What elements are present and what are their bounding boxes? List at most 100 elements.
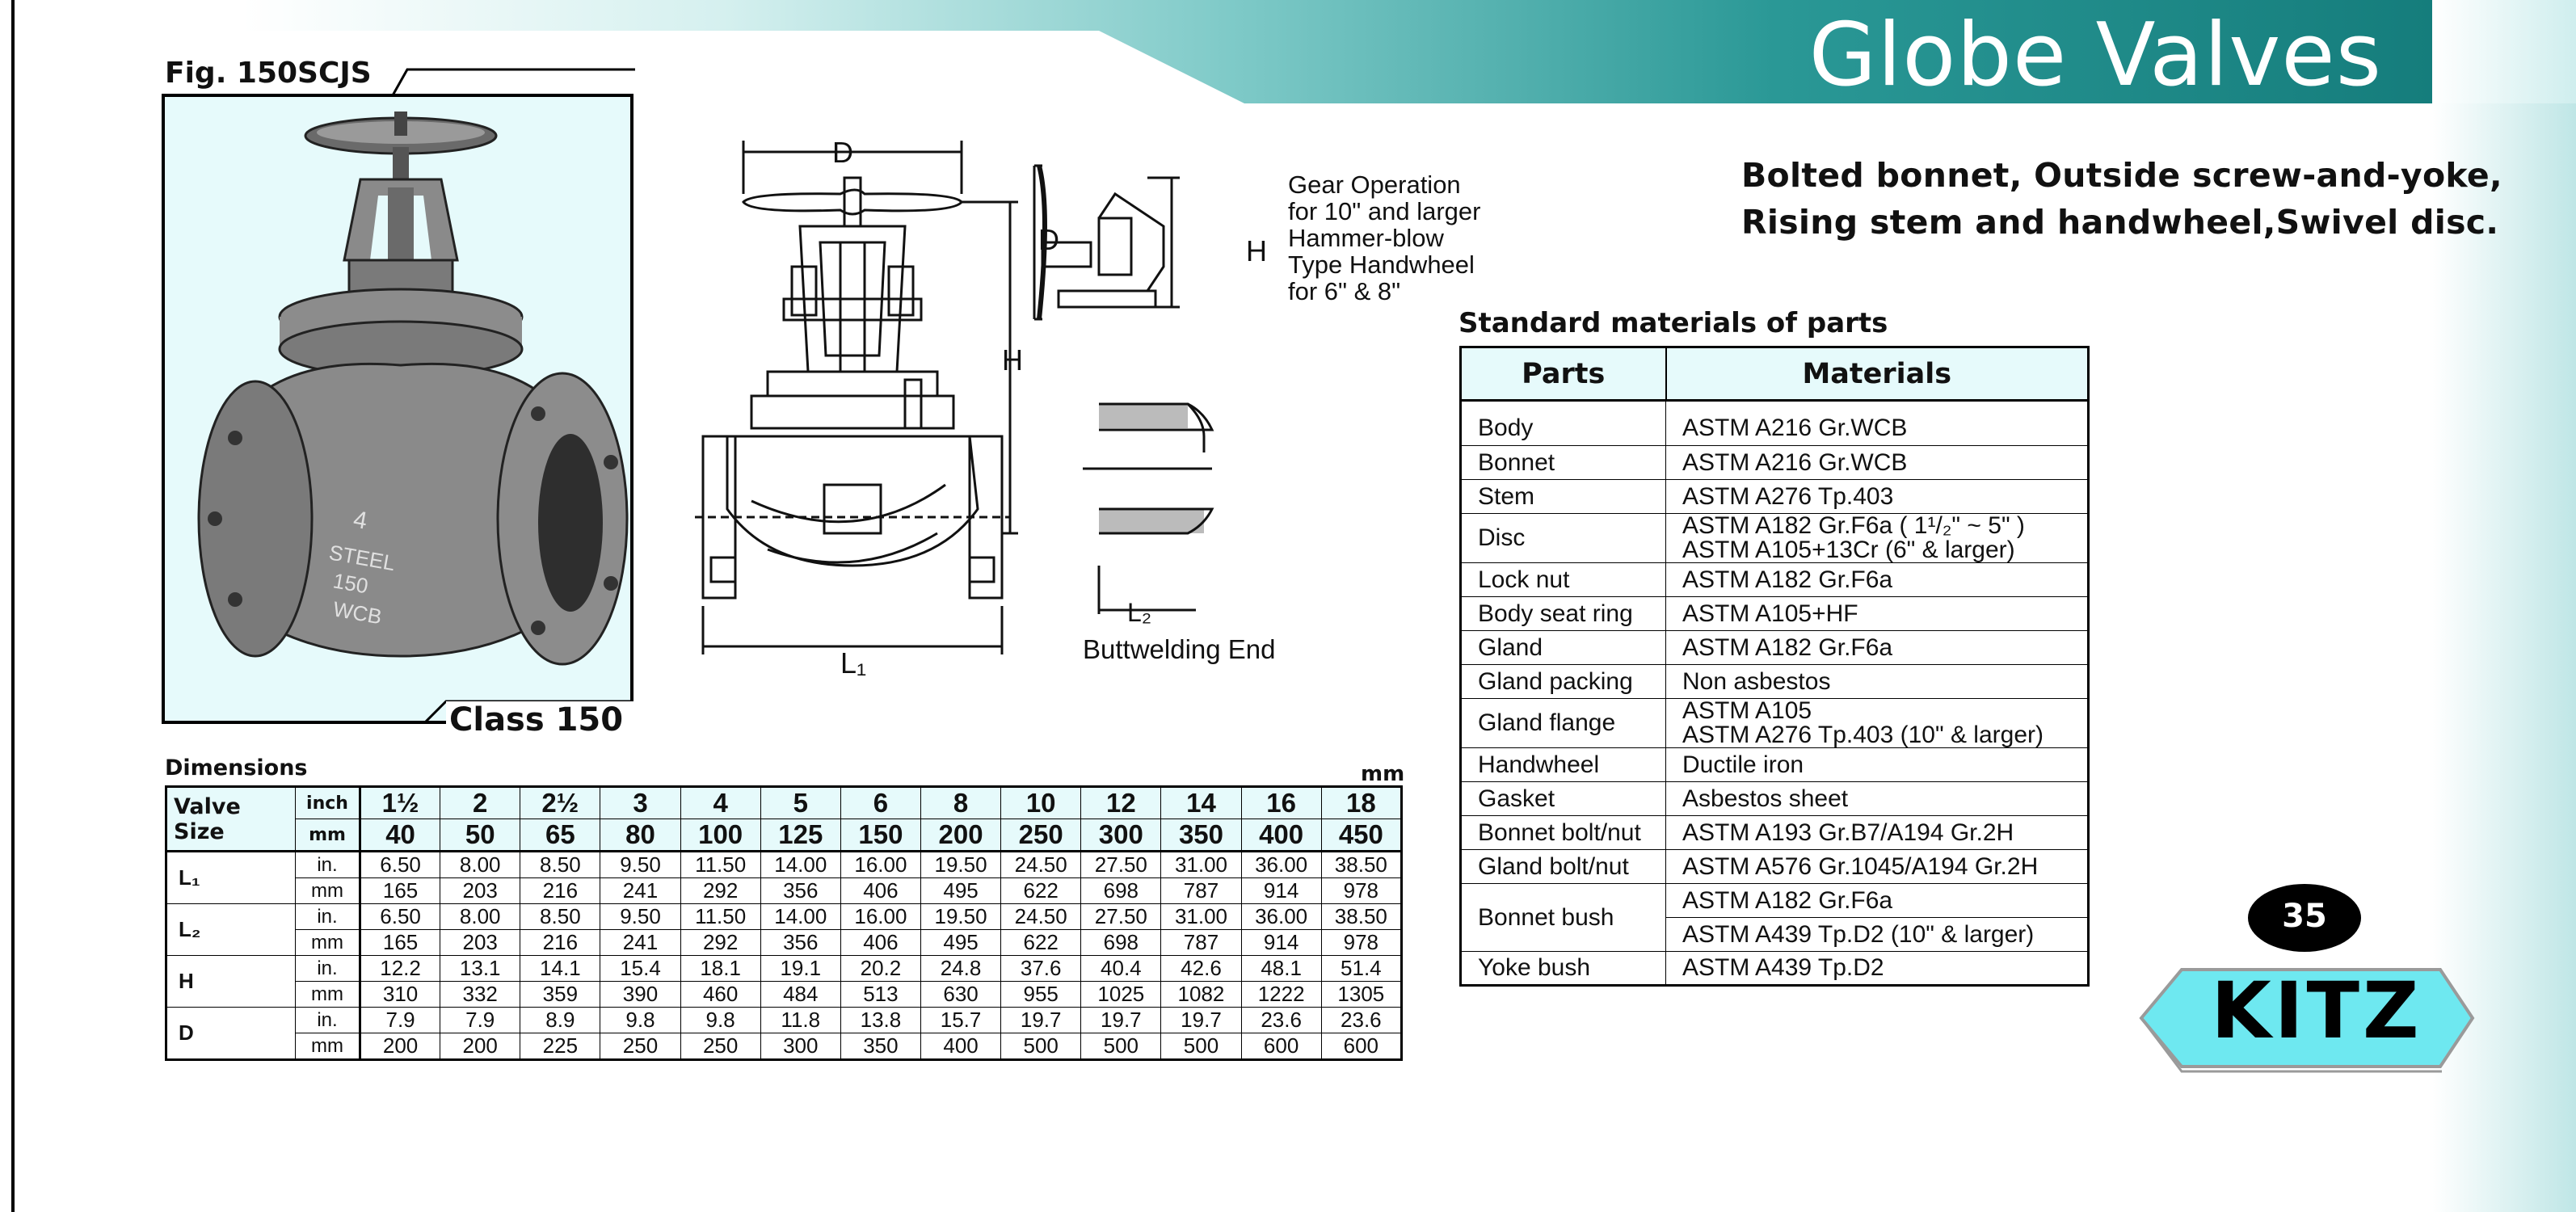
size-inch-cell: 3 bbox=[600, 786, 681, 819]
dimension-value-mm: 165 bbox=[358, 929, 441, 956]
dimension-value-inch: 14.1 bbox=[520, 955, 601, 982]
part-name: Gland bbox=[1460, 630, 1666, 665]
dimension-value-mm: 292 bbox=[680, 877, 761, 904]
materials-col-parts: Parts bbox=[1459, 346, 1667, 402]
part-name: Gland flange bbox=[1460, 698, 1666, 748]
material-spec-line: ASTM A182 Gr.F6a bbox=[1682, 633, 1893, 661]
dimension-value-mm: 165 bbox=[358, 877, 441, 904]
dimension-value-mm: 600 bbox=[1320, 1033, 1403, 1060]
dimension-value-inch: 12.2 bbox=[358, 955, 441, 982]
dimension-value-mm: 698 bbox=[1080, 877, 1162, 904]
spacer-cell bbox=[1460, 400, 1666, 412]
dimension-value-mm: 1025 bbox=[1080, 981, 1162, 1008]
dimension-value-inch: 9.50 bbox=[600, 850, 681, 878]
material-spec: ASTM A576 Gr.1045/A194 Gr.2H bbox=[1665, 849, 2089, 884]
dimension-value-inch: 40.4 bbox=[1080, 955, 1162, 982]
dimension-value-inch: 23.6 bbox=[1320, 1007, 1403, 1033]
dimension-value-inch: 24.50 bbox=[1000, 903, 1082, 930]
material-spec: ASTM A216 Gr.WCB bbox=[1665, 411, 2089, 446]
dimension-value-mm: 1305 bbox=[1320, 981, 1403, 1008]
dimension-value-inch: 42.6 bbox=[1160, 955, 1242, 982]
size-inch-cell: 8 bbox=[920, 786, 1002, 819]
kitz-logo bbox=[2139, 884, 2475, 1073]
gear-note-line: Hammer-blow bbox=[1288, 224, 1444, 252]
page-title: Globe Valves bbox=[1808, 5, 2382, 106]
materials-row: Gland ASTM A182 Gr.F6a bbox=[1460, 630, 2089, 665]
materials-col-materials: Materials bbox=[1665, 346, 2090, 402]
dimension-value-inch: 20.2 bbox=[840, 955, 921, 982]
dimension-value-mm: 310 bbox=[358, 981, 441, 1008]
dimension-name: L₂ bbox=[166, 903, 296, 956]
buttwelding-end-label: Buttwelding End bbox=[1083, 634, 1276, 664]
dimension-value-mm: 400 bbox=[920, 1033, 1002, 1060]
dimension-value-inch: 19.50 bbox=[920, 903, 1002, 930]
dimension-value-inch: 15.7 bbox=[920, 1007, 1002, 1033]
dimension-value-mm: 978 bbox=[1320, 929, 1403, 956]
dimension-value-inch: 8.00 bbox=[440, 850, 521, 878]
pressure-class-label: Class 150 bbox=[449, 701, 624, 739]
material-spec-line: Asbestos sheet bbox=[1682, 785, 1849, 812]
header-band bbox=[242, 0, 2576, 113]
dimension-name: H bbox=[166, 955, 296, 1008]
dimension-value-mm: 914 bbox=[1240, 929, 1322, 956]
dimension-value-mm: 300 bbox=[760, 1033, 841, 1060]
svg-text:4: 4 bbox=[351, 506, 369, 534]
dimension-value-inch: 36.00 bbox=[1240, 903, 1322, 930]
material-spec: ASTM A182 Gr.F6a ( 1¹/₂" ~ 5" )ASTM A105… bbox=[1665, 512, 2089, 563]
material-spec-line: ASTM A105+HF bbox=[1682, 600, 1858, 627]
size-mm-cell: 400 bbox=[1240, 819, 1322, 852]
dimension-value-mm: 630 bbox=[920, 981, 1002, 1008]
dimension-value-mm: 495 bbox=[920, 929, 1002, 956]
size-mm-cell: 150 bbox=[840, 819, 921, 852]
part-name: Bonnet bbox=[1460, 445, 1666, 480]
dimension-value-mm: 955 bbox=[1000, 981, 1082, 1008]
gear-operation-note: Gear Operation for 10" and larger Hammer… bbox=[1288, 171, 1480, 305]
material-spec: ASTM A276 Tp.403 bbox=[1665, 479, 2089, 514]
dimension-value-inch: 19.7 bbox=[1080, 1007, 1162, 1033]
size-mm-cell: 50 bbox=[440, 819, 521, 852]
dimension-value-inch: 31.00 bbox=[1160, 903, 1242, 930]
dimension-value-inch: 13.8 bbox=[840, 1007, 921, 1033]
materials-row: ASTM A439 Tp.D2 (10" & larger) bbox=[1461, 917, 2089, 952]
material-spec-line: Ductile iron bbox=[1682, 751, 1804, 778]
dimension-value-inch: 9.8 bbox=[600, 1007, 681, 1033]
material-spec-line: ASTM A182 Gr.F6a bbox=[1682, 566, 1893, 593]
dimension-value-inch: 14.00 bbox=[760, 903, 841, 930]
material-spec: Asbestos sheet bbox=[1665, 781, 2089, 816]
size-mm-cell: 100 bbox=[680, 819, 761, 852]
material-spec: ASTM A182 Gr.F6a bbox=[1665, 630, 2089, 665]
material-spec-line: ASTM A193 Gr.B7/A194 Gr.2H bbox=[1682, 819, 2014, 846]
dimension-value-mm: 250 bbox=[600, 1033, 681, 1060]
dimension-value-inch: 7.9 bbox=[358, 1007, 441, 1033]
page-number: 35 bbox=[2282, 898, 2327, 935]
dimension-value-mm: 356 bbox=[760, 929, 841, 956]
material-spec-line: ASTM A182 Gr.F6a ( 1¹/₂" ~ 5" ) bbox=[1682, 512, 2025, 539]
size-mm-cell: 450 bbox=[1320, 819, 1403, 852]
dimension-value-mm: 622 bbox=[1000, 877, 1082, 904]
size-inch-cell: 18 bbox=[1320, 786, 1403, 819]
unit-in-label: in. bbox=[295, 1007, 360, 1033]
dimension-value-inch: 27.50 bbox=[1080, 850, 1162, 878]
dimension-value-mm: 1222 bbox=[1240, 981, 1322, 1008]
size-inch-cell: 5 bbox=[760, 786, 841, 819]
material-spec-line: ASTM A276 Tp.403 (10" & larger) bbox=[1682, 722, 2044, 748]
dimension-value-inch: 51.4 bbox=[1320, 955, 1403, 982]
part-name: Yoke bush bbox=[1460, 951, 1666, 986]
size-inch-cell: 16 bbox=[1240, 786, 1322, 819]
dimension-value-mm: 698 bbox=[1080, 929, 1162, 956]
inch-unit-label: inch bbox=[295, 786, 360, 819]
dim-label-l2: L₂ bbox=[1127, 598, 1152, 627]
